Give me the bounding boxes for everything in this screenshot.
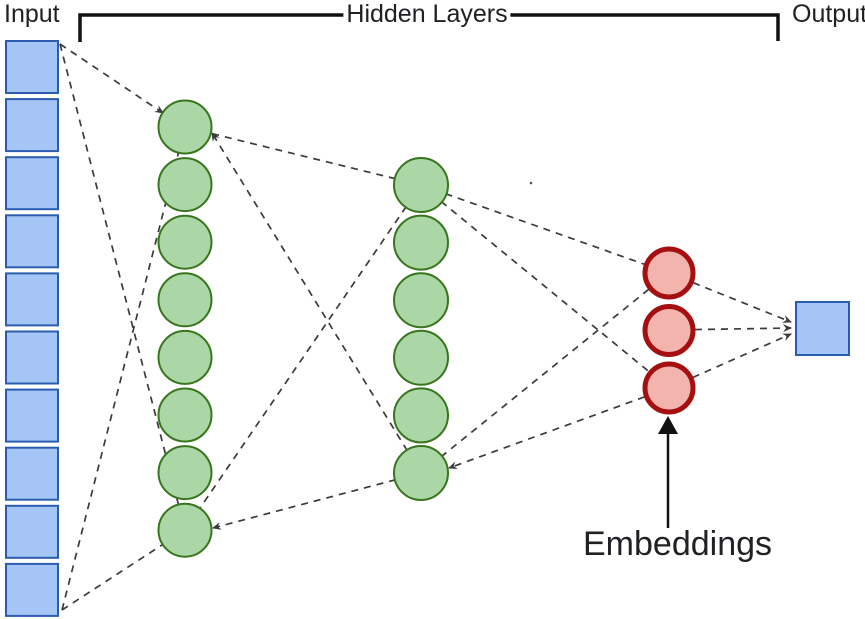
input-node — [5, 272, 59, 327]
embedding-node — [642, 246, 696, 300]
hidden1-node — [157, 272, 213, 328]
input-node — [5, 330, 59, 385]
connector-line — [212, 472, 422, 530]
connector-line — [211, 132, 422, 474]
hidden1-node — [157, 214, 213, 270]
ink-speck — [529, 181, 533, 185]
input-node — [5, 446, 59, 501]
hidden2-node — [393, 329, 449, 386]
embeddings-label: Embeddings — [583, 525, 773, 563]
input-layer-label: Input — [4, 0, 60, 28]
input-node — [5, 156, 59, 211]
embedding-node — [642, 304, 696, 357]
hidden1-node — [157, 445, 213, 501]
connector-line — [420, 272, 670, 474]
connector-line — [668, 272, 792, 323]
hidden2-node — [393, 214, 449, 271]
hidden1-node — [157, 387, 213, 443]
output-layer-label: Output — [792, 0, 865, 28]
connector-line — [184, 126, 422, 186]
connector-line — [668, 333, 792, 389]
hidden-layers-label: Hidden Layers — [343, 1, 511, 28]
embeddings-arrowhead — [658, 416, 678, 434]
hidden2-node — [393, 387, 449, 444]
connector-line — [420, 184, 670, 274]
input-node — [5, 40, 59, 94]
hidden1-node — [157, 502, 213, 558]
input-node — [5, 504, 59, 559]
connector-line — [448, 387, 670, 470]
input-node — [5, 98, 59, 153]
connector-line — [59, 43, 164, 114]
connector-line — [184, 184, 422, 531]
connector-line — [59, 43, 186, 531]
connector-line — [61, 126, 186, 611]
input-node — [5, 214, 59, 269]
hidden1-node — [157, 157, 213, 213]
input-node — [5, 562, 59, 617]
input-node — [5, 388, 59, 443]
hidden1-node — [157, 99, 213, 155]
hidden2-node — [393, 157, 449, 213]
hidden2-node — [393, 272, 449, 329]
output-node — [795, 301, 850, 356]
hidden2-node — [393, 445, 449, 501]
hidden1-node — [157, 329, 213, 385]
embedding-node — [642, 361, 696, 415]
connector-line — [420, 184, 670, 389]
